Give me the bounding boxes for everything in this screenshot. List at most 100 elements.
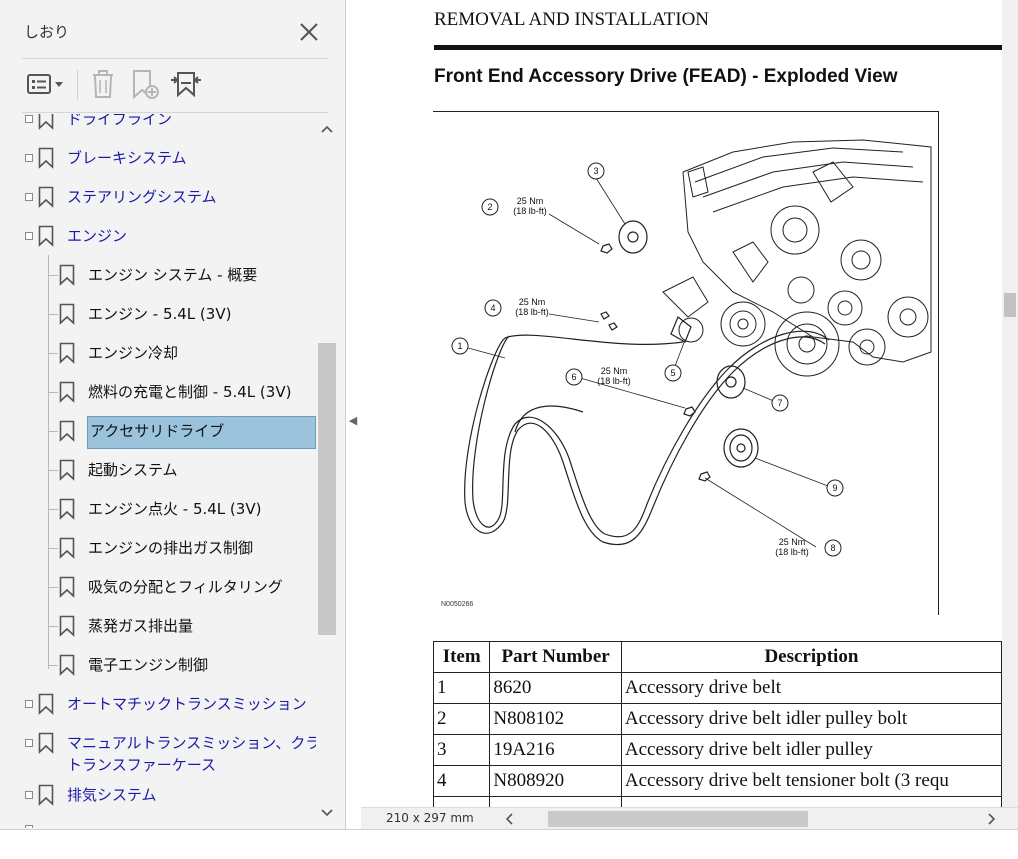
tree-connector [48,275,58,276]
table-cell: 2 [432,703,491,735]
collapse-panel-icon[interactable]: ◀ [348,413,358,427]
bookmark-label: エンジン [67,227,128,245]
divider [22,112,328,113]
torque-label-imperial: (18 lb-ft) [775,547,809,557]
toolbar-separator [77,70,78,100]
close-icon[interactable] [296,19,322,45]
column-header: Part Number [489,641,622,673]
bookmark-label: オートマチックトランスミッション [67,695,307,713]
callout-9: 9 [832,483,837,493]
callout-4: 4 [490,303,495,313]
bookmark-icon [38,186,54,208]
expand-toggle[interactable] [25,825,33,828]
add-bookmark-icon[interactable] [128,64,162,104]
table-cell: Accessory drive belt idler pulley [620,734,1002,766]
expand-bookmark-icon[interactable] [168,64,204,104]
table-cell: 4 [432,765,491,797]
scroll-down-icon[interactable] [320,808,334,818]
collapse-toggle[interactable] [25,232,33,240]
bookmark-item-driveline[interactable]: ドライブライン [0,114,316,139]
bookmark-label: 起動システム [88,461,178,479]
page-size-label: 210 x 297 mm [386,811,474,825]
fead-diagram: 3 2 25 Nm (18 lb-ft) 4 25 Nm (18 lb-ft) … [451,139,932,557]
bookmark-item-brakes[interactable]: ブレーキシステム [0,139,316,178]
status-bar: 210 x 297 mm [361,807,1018,829]
tree-connector [48,509,58,510]
document-view: REMOVAL AND INSTALLATION Front End Acces… [361,0,1002,807]
bookmark-label: 蒸発ガス排出量 [88,617,194,635]
bookmark-label: 排気システム [67,786,157,804]
bookmark-icon [59,459,75,481]
table-cell [620,796,1002,807]
tree-connector [48,548,58,549]
bookmark-label: 吸気の分配とフィルタリング [88,578,283,596]
bookmark-item-engine-overview[interactable]: エンジン システム - 概要 [0,256,316,295]
bookmark-options-icon[interactable] [26,64,66,104]
bookmark-item-engine[interactable]: エンジン [0,217,316,256]
bookmark-item-electronic-engine-controls[interactable]: 電子エンジン制御 [0,646,316,685]
bookmark-item-next[interactable] [0,819,316,828]
torque-label: 25 Nm [779,537,806,547]
trash-icon[interactable] [86,64,120,104]
bookmark-item-fuel-charging[interactable]: 燃料の充電と制御 - 5.4L (3V) [0,373,316,412]
expand-toggle[interactable] [25,154,33,162]
tree-connector [48,587,58,588]
callout-5: 5 [670,368,675,378]
bookmark-item-automatic-transmission[interactable]: オートマチックトランスミッション [0,685,316,724]
bookmark-scrollbar-thumb[interactable] [318,343,336,635]
column-header: Description [620,641,1002,673]
table-cell: 3 [432,734,491,766]
tree-connector [48,470,58,471]
bookmark-label: ブレーキシステム [67,149,187,167]
bookmark-item-steering[interactable]: ステアリングシステム [0,178,316,217]
bookmark-icon [59,654,75,676]
expand-toggle[interactable] [25,739,33,747]
bookmark-item-starting-system[interactable]: 起動システム [0,451,316,490]
table-row: 1 8620 Accessory drive belt [432,672,1002,704]
bookmark-item-manual-transmission[interactable]: マニュアルトランスミッション、クラッチ、 トランスファーケース [0,724,316,774]
callout-6: 6 [571,372,576,382]
bookmark-tree: ドライブライン ブレーキシステム ステアリングシステム エンジン エンジン シス… [0,114,316,828]
table-cell: N808920 [489,765,622,797]
scroll-right-icon[interactable] [986,813,996,825]
bookmark-item-intake-air[interactable]: 吸気の分配とフィルタリング [0,568,316,607]
bookmark-item-accessory-drive[interactable]: アクセサリドライブ [0,412,316,451]
torque-label: 25 Nm [519,297,546,307]
bookmark-item-emission-control[interactable]: エンジンの排出ガス制御 [0,529,316,568]
bookmark-label: ドライブライン [67,114,173,128]
bookmark-label: エンジンの排出ガス制御 [88,539,254,557]
bookmark-item-engine-cooling[interactable]: エンジン冷却 [0,334,316,373]
section-header: REMOVAL AND INSTALLATION [434,9,710,30]
expand-toggle[interactable] [25,700,33,708]
bookmark-label: エンジン冷却 [88,344,179,362]
bookmark-item-exhaust-system[interactable]: 排気システム [0,776,316,815]
table-row: 4 N808920 Accessory drive belt tensioner… [432,765,1002,797]
expand-toggle[interactable] [25,791,33,799]
tree-connector [48,314,58,315]
scroll-left-icon[interactable] [505,813,515,825]
bookmark-item-engine-ignition[interactable]: エンジン点火 - 5.4L (3V) [0,490,316,529]
table-header-row: Item Part Number Description [432,641,1002,673]
bookmark-icon [59,342,75,364]
expand-toggle[interactable] [25,115,33,123]
bookmark-item-engine-54l[interactable]: エンジン - 5.4L (3V) [0,295,316,334]
expand-toggle[interactable] [25,193,33,201]
bookmark-item-evaporative-emissions[interactable]: 蒸発ガス排出量 [0,607,316,646]
tree-connector [48,431,58,432]
document-scrollbar-thumb[interactable] [1004,293,1016,317]
bookmark-icon [38,784,54,806]
table-cell [489,796,622,807]
divider [22,58,328,59]
bookmark-icon [38,693,54,715]
callout-1: 1 [457,341,462,351]
figure-id: N0050266 [441,601,474,608]
table-cell: 19A216 [489,734,622,766]
horizontal-scrollbar-thumb[interactable] [548,811,808,827]
bookmark-icon [59,615,75,637]
document-scrollbar[interactable] [1002,0,1018,807]
bookmark-icon [59,264,75,286]
table-row [432,796,1002,807]
torque-label-imperial: (18 lb-ft) [597,376,631,386]
scroll-up-icon[interactable] [320,124,334,134]
bookmark-label: エンジン - 5.4L (3V) [88,305,232,323]
